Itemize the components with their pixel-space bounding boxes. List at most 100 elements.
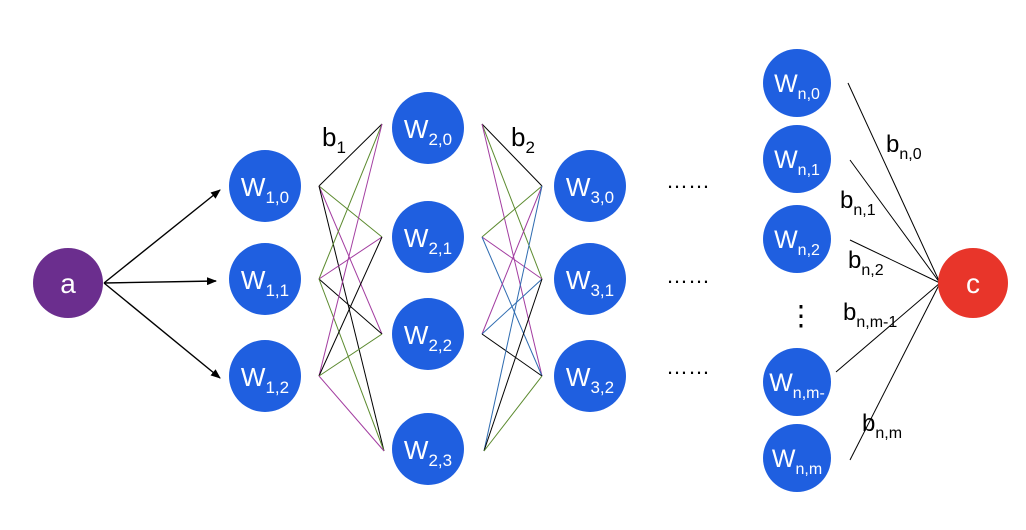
node-subscript: 2,3: [428, 451, 452, 470]
node-subscript: 3,2: [590, 378, 614, 397]
layer2-layer3-edges: [481, 123, 543, 452]
layern-node-2: Wn,2: [763, 205, 831, 273]
node-base: W: [404, 435, 429, 465]
edge-l1-2-l2-2: [318, 333, 383, 377]
edge-l1-1-l2-3: [318, 278, 385, 452]
edge-l1-2-l2-1: [318, 236, 383, 377]
svg-text:Wn,1: Wn,1: [774, 146, 820, 179]
output-node-c: c: [938, 248, 1008, 318]
edge-l1-0-l2-0: [318, 123, 383, 187]
layer3-node-2: W3,2: [554, 340, 626, 412]
node-base: W: [404, 114, 429, 144]
svg-text:Wn,m-: Wn,m-: [769, 369, 825, 402]
bias-label-bn0: bn,0: [886, 131, 922, 163]
node-base: W: [774, 226, 798, 254]
svg-text:W2,2: W2,2: [404, 320, 452, 355]
edge-l1-0-l2-2: [318, 185, 383, 335]
bias-subscript: n,2: [861, 262, 883, 279]
svg-text:W1,2: W1,2: [241, 362, 289, 397]
bias-label-bnm: bn,m: [862, 410, 902, 442]
node-base: W: [772, 445, 796, 473]
bias-label-b2: b2: [511, 122, 535, 157]
layer1-node-1: W1,1: [229, 243, 301, 315]
node-base: W: [774, 146, 798, 174]
node-base: W: [566, 172, 591, 202]
edge-l2-0-l3-1: [481, 123, 543, 280]
bias-label-bn1: bn,1: [840, 187, 876, 219]
svg-text:W3,0: W3,0: [566, 172, 614, 207]
layer2-node-3: W2,3: [392, 413, 464, 485]
edge-l2-1-l3-0: [481, 185, 543, 238]
layern-node-1: Wn,1: [763, 125, 831, 193]
bias-label-bnm1: bn,m-1: [843, 299, 897, 331]
svg-text:Wn,2: Wn,2: [774, 226, 820, 259]
node-base: W: [404, 320, 429, 350]
node-base: W: [241, 172, 266, 202]
svg-text:W3,1: W3,1: [566, 265, 614, 300]
node-subscript: 2,2: [428, 336, 452, 355]
input-arrow-2: [103, 282, 221, 379]
edge-l2-0-l3-0: [481, 123, 543, 187]
edge-l2-2-l3-2: [481, 333, 543, 377]
edge-l1-1-l2-0: [318, 123, 383, 280]
svg-text:W2,1: W2,1: [404, 223, 452, 258]
bias-subscript: n,1: [853, 202, 875, 219]
node-subscript: 1,1: [265, 281, 289, 300]
node-subscript: 2,1: [428, 239, 452, 258]
layer1-node-2: W1,2: [229, 340, 301, 412]
layer2-node-0: W2,0: [392, 92, 464, 164]
input-edges: [103, 189, 221, 379]
layer2-node-1: W2,1: [392, 201, 464, 273]
edge-l1-2-l2-0: [318, 123, 383, 377]
layern-node-m: Wn,m: [763, 424, 831, 492]
edge-l1-0-l2-3: [318, 185, 385, 452]
bias-base: b: [840, 187, 853, 214]
node-base: W: [241, 362, 266, 392]
row-ellipsis-0: ……: [666, 168, 710, 193]
edge-l2-3-l3-1: [483, 278, 543, 452]
edge-l1-1-l2-1: [318, 236, 383, 280]
node-subscript: 1,2: [265, 378, 289, 397]
bias-label-b1: b1: [322, 122, 346, 157]
bias-subscript: n,m-1: [856, 314, 897, 331]
edge-l1-2-l2-3: [318, 375, 385, 452]
bias-base: b: [848, 247, 861, 274]
row-ellipsis-2: ……: [666, 354, 710, 379]
node-subscript: n,2: [798, 242, 820, 259]
node-base: W: [404, 223, 429, 253]
edge-l2-2-l3-0: [481, 185, 543, 335]
layer3-node-0: W3,0: [554, 150, 626, 222]
edge-l2-1-l3-1: [481, 236, 543, 280]
svg-text:W2,3: W2,3: [404, 435, 452, 470]
layern-node-m-1: Wn,m-: [763, 348, 831, 416]
bias-subscript: n,0: [899, 146, 921, 163]
node-base: W: [566, 362, 591, 392]
layer1-layer2-edges: [318, 123, 385, 452]
node-subscript: 3,0: [590, 188, 614, 207]
input-arrow-1: [103, 277, 217, 286]
svg-text:W1,0: W1,0: [241, 172, 289, 207]
svg-text:W3,2: W3,2: [566, 362, 614, 397]
edge-l2-2-l3-1: [481, 278, 543, 335]
svg-text:W2,0: W2,0: [404, 114, 452, 149]
layer2-node-2: W2,2: [392, 298, 464, 370]
input-node-a: a: [33, 248, 103, 318]
layer1-node-0: W1,0: [229, 150, 301, 222]
input-node-label: a: [60, 268, 76, 299]
svg-text:W1,1: W1,1: [241, 265, 289, 300]
output-edges: [835, 82, 941, 461]
bias-subscript: 1: [336, 138, 345, 157]
node-base: W: [241, 265, 266, 295]
edge-l2-3-l3-0: [483, 185, 543, 452]
svg-text:Wn,0: Wn,0: [774, 70, 820, 103]
input-arrow-0: [103, 189, 221, 284]
bias-label-bn2: bn,2: [848, 247, 884, 279]
node-subscript: 3,1: [590, 281, 614, 300]
node-subscript: n,1: [798, 162, 820, 179]
edge-l2-0-l3-2: [481, 123, 543, 377]
node-subscript: 1,0: [265, 188, 289, 207]
layern-node-0: Wn,0: [763, 49, 831, 117]
edge-l1-0-l2-1: [318, 185, 383, 238]
row-ellipsis-1: ……: [666, 263, 710, 288]
